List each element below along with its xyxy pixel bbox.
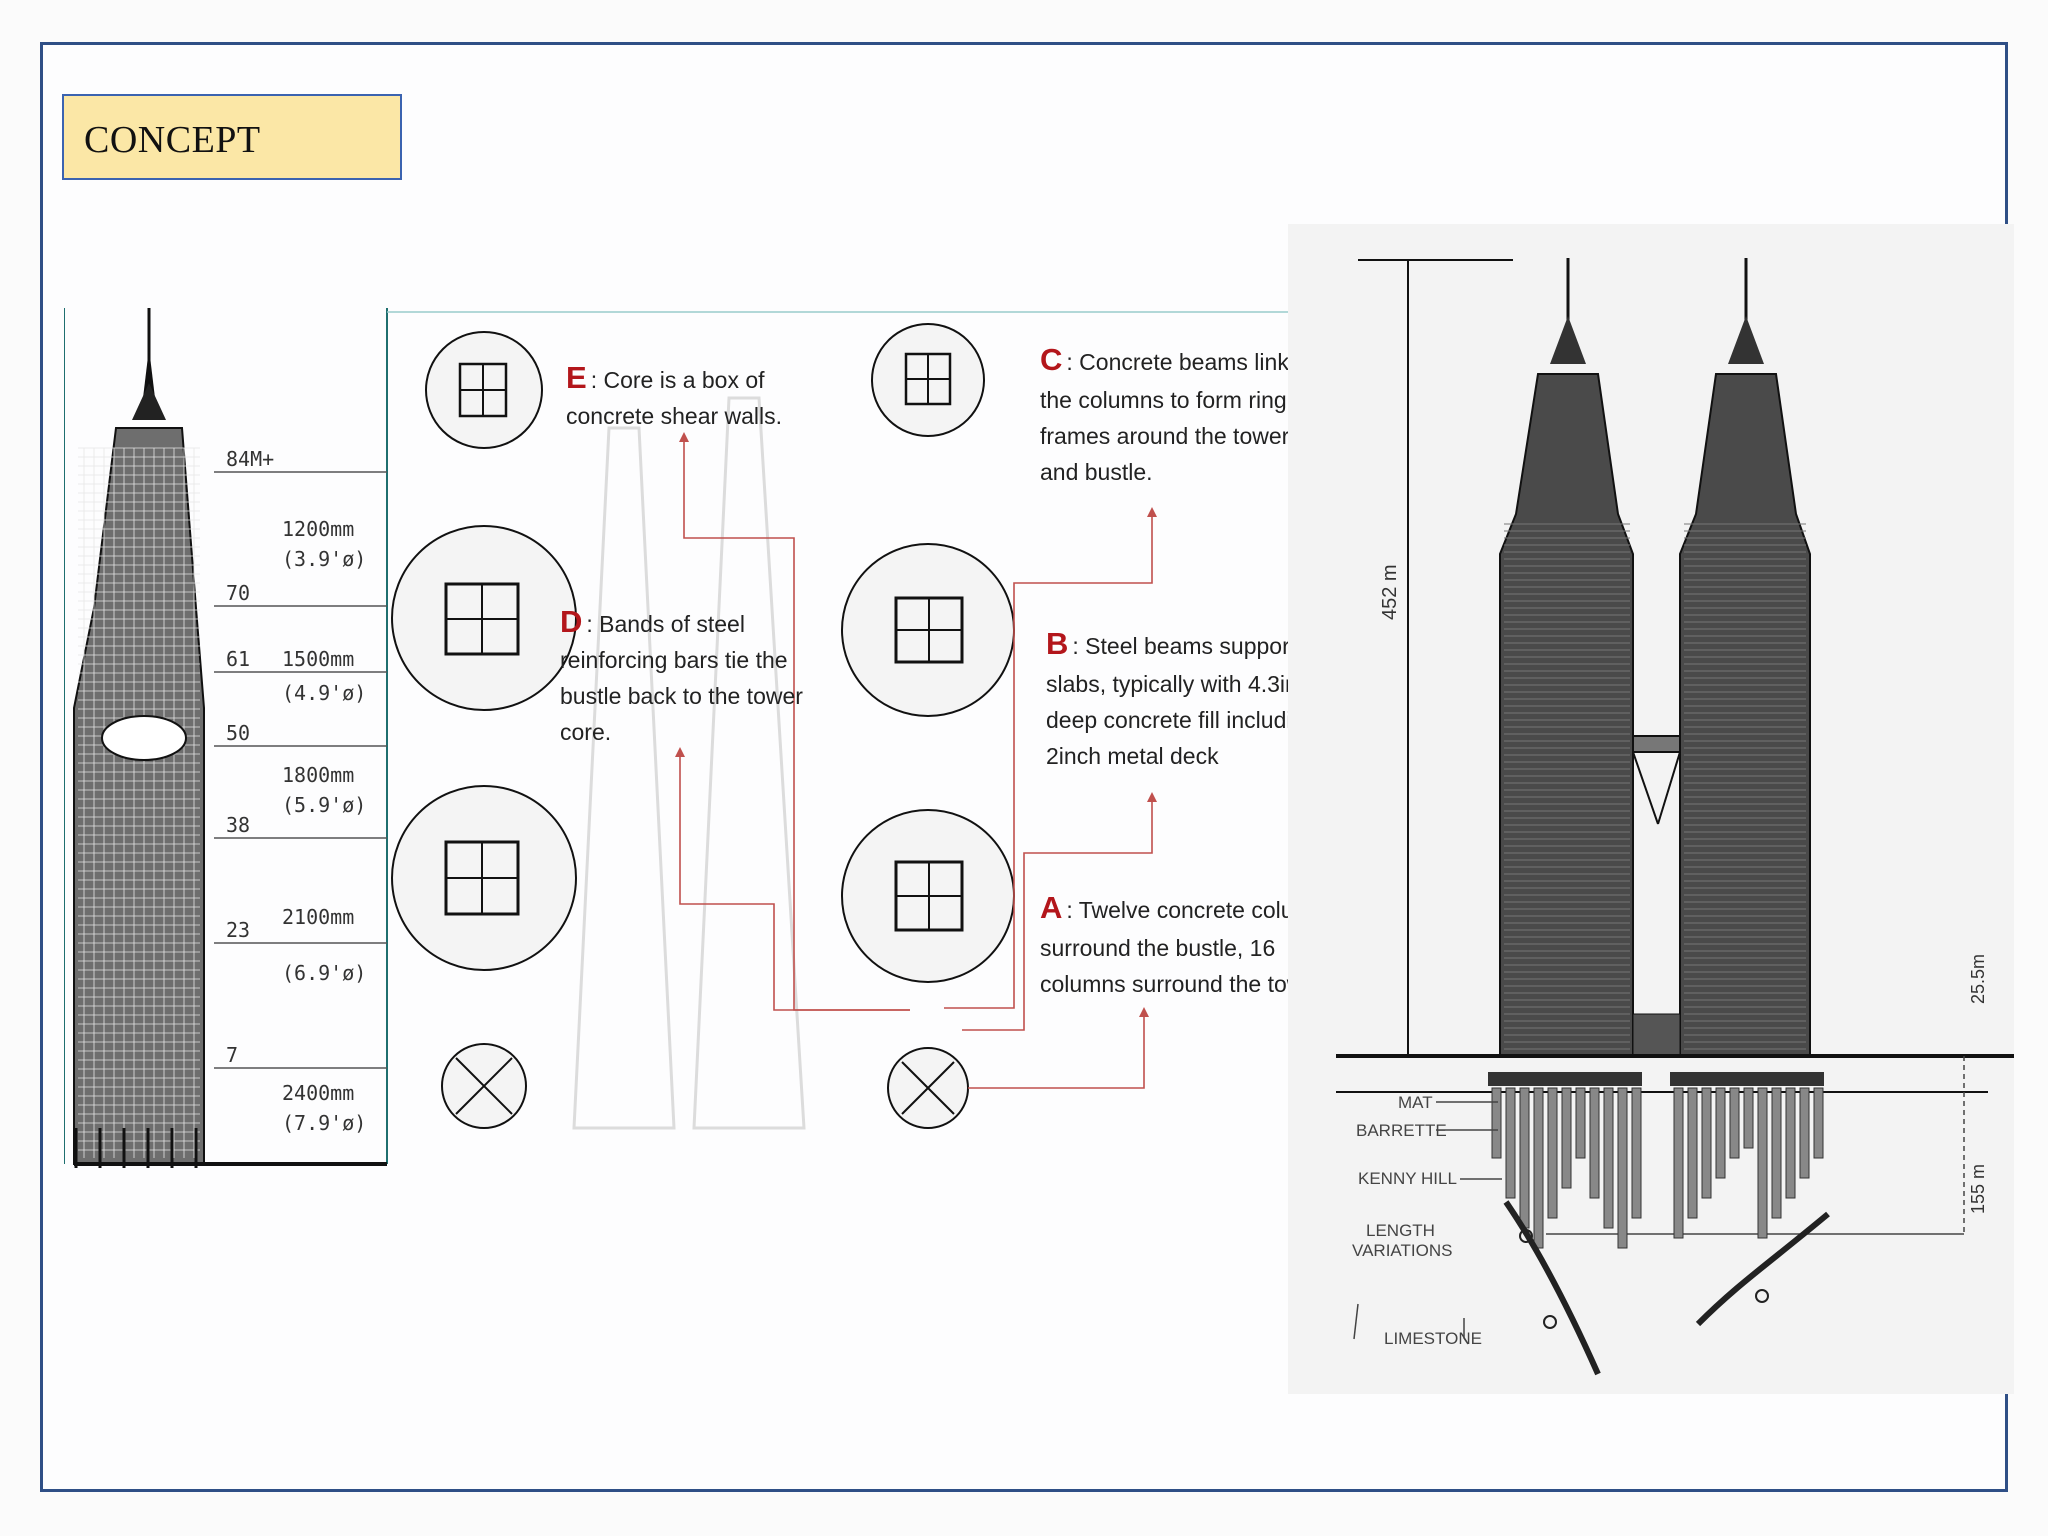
annotation-text: bustle back to the tower [560, 683, 803, 709]
structure-diagram: 84M+ 70 61 50 38 23 7 1200mm (3.9'ø) 150… [63, 308, 1348, 1168]
annotation-text: reinforcing bars tie the [560, 647, 788, 673]
annotation-text: : Bands of steel [586, 611, 745, 637]
leader-lines [679, 438, 1153, 1089]
annotation-text: frames around the tower [1040, 423, 1290, 449]
mat-slab [1488, 1072, 1642, 1086]
skybridge [1632, 735, 1681, 825]
right-tower [1679, 258, 1811, 1057]
faint-tower-sketch [572, 396, 806, 1130]
depth-pile-label: 155 m [1968, 1164, 1988, 1214]
column-size-ft: (4.9'ø) [282, 681, 366, 705]
column-size-ft: (6.9'ø) [282, 961, 366, 985]
annotation-text: core. [560, 719, 611, 745]
level-label: 61 [226, 647, 250, 671]
annotation-text: concrete shear walls. [566, 403, 782, 429]
level-label: 84M+ [226, 447, 274, 471]
depth-top-label: 25.5m [1968, 954, 1988, 1004]
column-size-ft: (3.9'ø) [282, 547, 366, 571]
twin-tower-section-svg: 452 m 25.5m 155 m MAT BARRETTE KENNY HIL… [1336, 258, 2014, 1376]
tower-elevation: 84M+ 70 61 50 38 23 7 1200mm (3.9'ø) 150… [63, 308, 388, 1168]
mat-label: MAT [1398, 1093, 1433, 1112]
svg-text:D: Bands of steel: D: Bands of steel [560, 604, 745, 639]
floor-plans-right [841, 323, 1015, 1129]
annotation-text: slabs, typically with 4.3inch [1046, 671, 1322, 697]
column-size-mm: 1200mm [282, 517, 354, 541]
column-size-mm: 1500mm [282, 647, 354, 671]
barrette-label: BARRETTE [1356, 1121, 1447, 1140]
annotation-letter: C [1040, 342, 1062, 377]
annotation-letter: B [1046, 626, 1068, 661]
level-label: 38 [226, 813, 250, 837]
annotation-text: columns surround the tower. [1040, 971, 1329, 997]
annotation-text: : Core is a box of [591, 367, 765, 393]
annotation-text: surround the bustle, 16 [1040, 935, 1275, 961]
column-size-mm: 1800mm [282, 763, 354, 787]
svg-text:C: Concrete beams link: C: Concrete beams link [1040, 342, 1289, 377]
length-variation-label: VARIATIONS [1352, 1241, 1452, 1260]
column-size-mm: 2400mm [282, 1081, 354, 1105]
level-label: 23 [226, 918, 250, 942]
annotation-letter: E [566, 360, 587, 395]
annotation-e: E: Core is a box of concrete shear walls… [566, 360, 782, 429]
structure-diagram-svg: 84M+ 70 61 50 38 23 7 1200mm (3.9'ø) 150… [63, 308, 1348, 1168]
podium [1632, 1013, 1681, 1057]
arrowheads [675, 432, 1157, 1017]
twin-tower-section: 452 m 25.5m 155 m MAT BARRETTE KENNY HIL… [1288, 224, 2014, 1394]
length-variation-label: LENGTH [1366, 1221, 1435, 1240]
level-label: 7 [226, 1043, 238, 1067]
annotation-c: C: Concrete beams link the columns to fo… [1040, 342, 1290, 485]
column-size-mm: 2100mm [282, 905, 354, 929]
annotation-d: D: Bands of steel reinforcing bars tie t… [560, 604, 803, 745]
limestone-label: LIMESTONE [1384, 1329, 1482, 1348]
annotation-text: : Concrete beams link [1066, 349, 1289, 375]
annotation-text: 2inch metal deck [1046, 743, 1219, 769]
height-label: 452 m [1379, 564, 1401, 620]
slide-title-box: CONCEPT [62, 94, 402, 180]
level-label: 50 [226, 721, 250, 745]
level-label: 70 [226, 581, 250, 605]
floor-plans-left [391, 331, 577, 1129]
column-size-ft: (5.9'ø) [282, 793, 366, 817]
left-tower [1499, 258, 1634, 1057]
kenny-hill-label: KENNY HILL [1358, 1169, 1457, 1188]
annotation-text: and bustle. [1040, 459, 1153, 485]
annotation-letter: A [1040, 890, 1062, 925]
annotation-text: deep concrete fill including [1046, 707, 1317, 733]
annotation-letter: D [560, 604, 582, 639]
annotation-text: the columns to form ring [1040, 387, 1287, 413]
slide-title: CONCEPT [84, 119, 261, 161]
column-size-ft: (7.9'ø) [282, 1111, 366, 1135]
mat-slab [1670, 1072, 1824, 1086]
section-labels: MAT BARRETTE KENNY HILL LENGTH VARIATION… [1352, 1093, 1482, 1348]
svg-text:E: Core is a box of: E: Core is a box of [566, 360, 765, 395]
